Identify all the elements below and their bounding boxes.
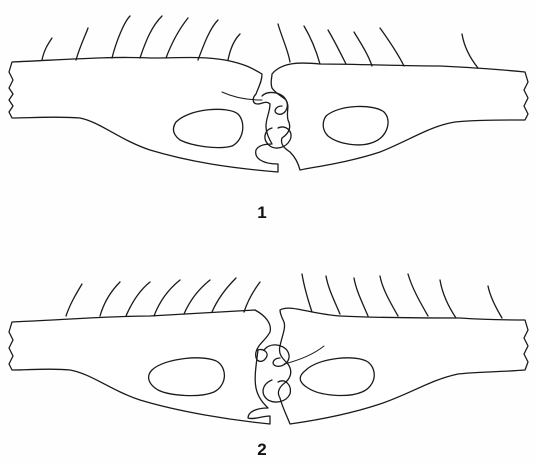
panel-2-spine: [488, 286, 502, 318]
panel-1-spine: [140, 16, 162, 58]
panel-2-spine: [326, 276, 340, 314]
panel-2-spine: [244, 282, 260, 312]
panel-1-spine: [278, 24, 290, 62]
panel-2-spine: [184, 280, 210, 314]
panel-1-spine: [354, 32, 372, 66]
panel-2-spine: [302, 274, 312, 312]
panel-1-spine: [328, 30, 346, 64]
panel-1-spine: [76, 28, 88, 60]
panel-2-spine: [380, 276, 398, 316]
panel-1-spine: [198, 20, 218, 60]
panel-2-spine: [126, 282, 150, 316]
panel-1-right-half: [271, 63, 528, 170]
panel-1-spine: [112, 16, 130, 58]
panel-2-spine: [66, 284, 82, 316]
panel-1-spine: [380, 28, 404, 66]
panel-2-spine: [100, 282, 120, 316]
panel-2-spine: [354, 278, 368, 316]
panel-1-spine: [228, 34, 240, 60]
panel-1-label: 1: [247, 203, 277, 223]
panel-1-drawing: [9, 16, 528, 172]
panel-2-left-half: [9, 310, 270, 424]
panel-1-spine: [42, 38, 52, 60]
panel-2-spine: [408, 274, 428, 316]
panel-1-spine: [462, 34, 478, 68]
panel-1-spine: [304, 26, 320, 64]
panel-1-spine: [166, 18, 188, 58]
panel-2-drawing: [9, 274, 528, 424]
panel-2-spine: [212, 278, 236, 312]
panel-2-spine: [154, 280, 180, 316]
panel-1-right-opening: [323, 106, 388, 144]
panel-2-label: 2: [247, 440, 277, 460]
panel-2-spine: [440, 280, 456, 318]
